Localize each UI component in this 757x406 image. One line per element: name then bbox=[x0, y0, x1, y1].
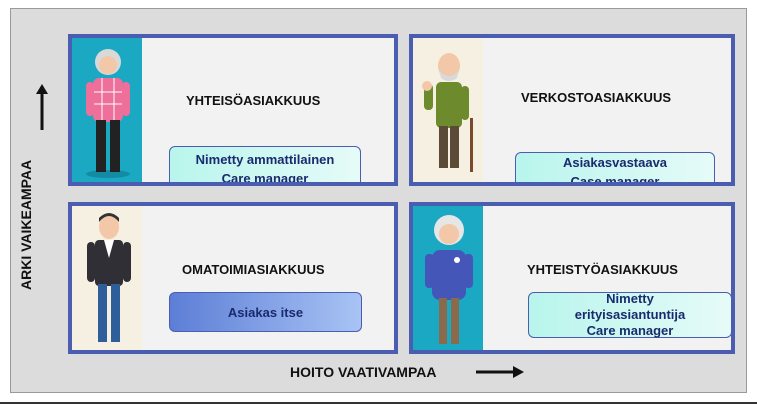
role-box-line: Case manager bbox=[570, 174, 660, 186]
role-box: Nimetty erityisasiantuntija Care manager bbox=[528, 291, 731, 338]
role-box-line: erityisasiantuntija bbox=[574, 307, 686, 322]
role-box: Nimetty ammattilainen Care manager bbox=[169, 146, 361, 186]
x-axis-label: HOITO VAATIVAMPAA bbox=[290, 364, 437, 380]
elderly-man-cane-icon bbox=[422, 53, 473, 172]
elderly-woman-pink-shirt-icon bbox=[86, 49, 130, 178]
man-in-suit-icon bbox=[87, 213, 131, 342]
bottom-divider bbox=[0, 402, 757, 404]
role-box-line: Asiakasvastaava bbox=[562, 155, 668, 170]
quadrant-title: VERKOSTOASIAKKUUS bbox=[521, 90, 672, 105]
quadrant-title: YHTEISTYÖASIAKKUUS bbox=[527, 262, 678, 277]
quadrant-title: YHTEISÖASIAKKUUS bbox=[186, 93, 321, 108]
role-box: Asiakasvastaava Case manager bbox=[515, 152, 715, 186]
quadrant-network-client: VERKOSTOASIAKKUUS Asiakasvastaava Case m… bbox=[409, 34, 735, 186]
role-box: Asiakas itse bbox=[169, 292, 362, 332]
y-axis-label: ARKI VAIKEAMPAA bbox=[18, 159, 34, 290]
role-box-line: Care manager bbox=[221, 171, 309, 186]
quadrant-self-care-client: OMATOIMIASIAKKUUS Asiakas itse bbox=[68, 202, 398, 354]
right-arrow-icon bbox=[476, 366, 524, 378]
elderly-woman-blue-dress-icon bbox=[425, 215, 473, 344]
quadrant-community-client: YHTEISÖASIAKKUUS Nimetty ammattilainen C… bbox=[68, 34, 398, 186]
quadrant-title: OMATOIMIASIAKKUUS bbox=[182, 262, 325, 277]
role-box-line: Care manager bbox=[586, 323, 674, 338]
up-arrow-icon bbox=[36, 84, 48, 130]
role-box-line: Nimetty bbox=[606, 291, 654, 306]
role-box-line: Nimetty ammattilainen bbox=[195, 152, 335, 167]
quadrant-cooperation-client: YHTEISTYÖASIAKKUUS Nimetty erityisasiant… bbox=[409, 202, 735, 354]
role-box-line: Asiakas itse bbox=[227, 304, 304, 320]
